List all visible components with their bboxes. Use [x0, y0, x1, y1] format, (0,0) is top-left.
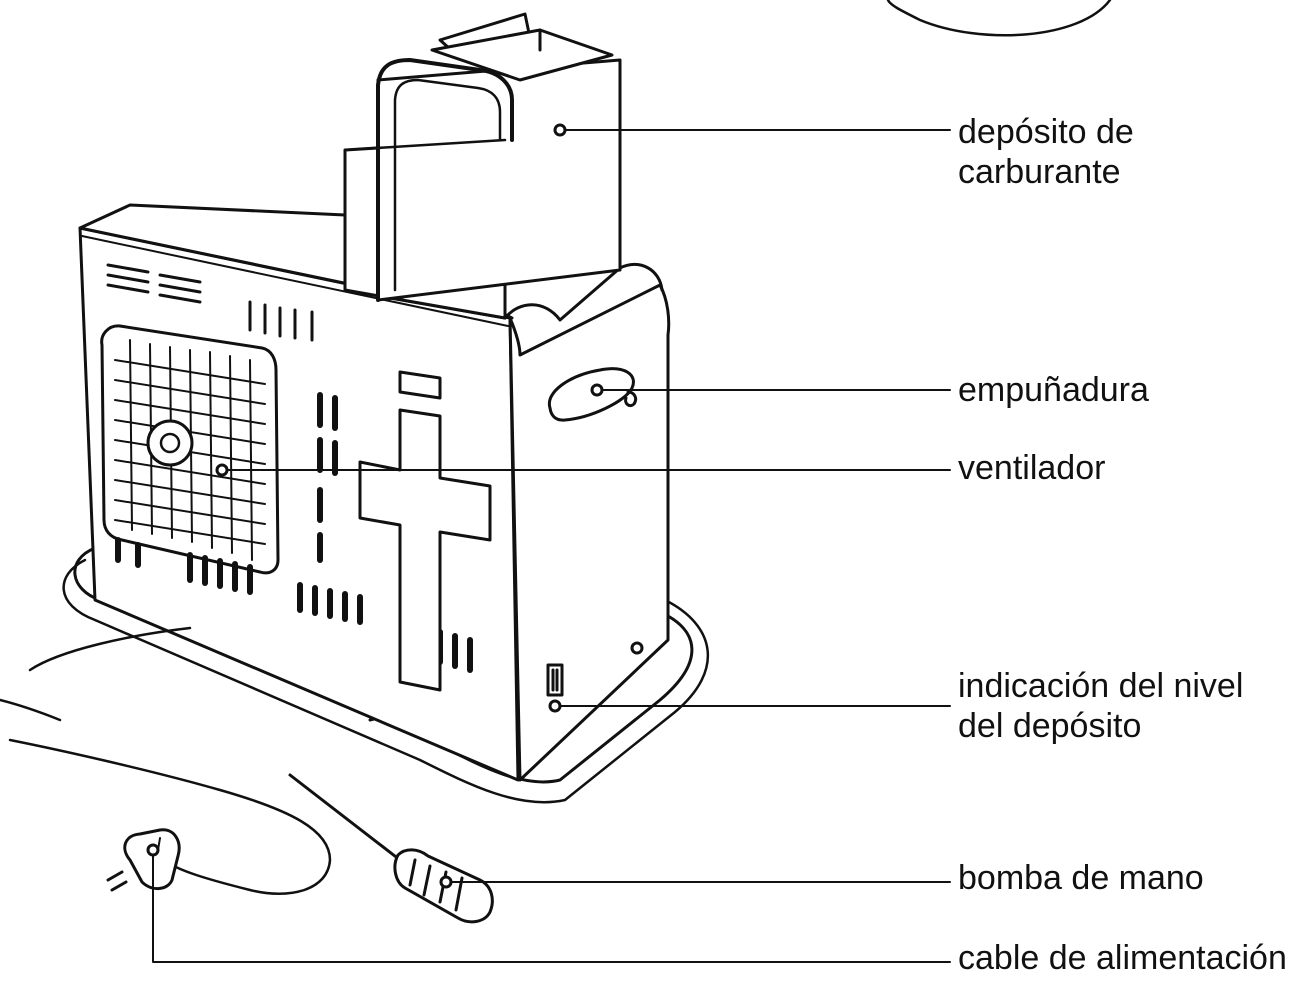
- fan-grill: [102, 326, 278, 573]
- hand-pump: [290, 775, 492, 922]
- power-plug: [108, 830, 179, 890]
- label-tank-level-line-2: del depósito: [958, 706, 1243, 746]
- leader-cable: [153, 850, 950, 962]
- label-power-cable: cable de alimentación: [958, 938, 1287, 978]
- label-fuel-tank-line-2: carburante: [958, 152, 1134, 192]
- fuel-tank: [345, 14, 620, 318]
- label-power-cable-line-1: cable de alimentación: [958, 938, 1287, 978]
- label-hand-pump: bomba de mano: [958, 858, 1204, 898]
- label-tank-level: indicación del nivel del depósito: [958, 666, 1243, 746]
- label-tank-level-line-1: indicación del nivel: [958, 666, 1243, 706]
- label-fuel-tank: depósito de carburante: [958, 112, 1134, 192]
- label-hand-pump-line-1: bomba de mano: [958, 858, 1204, 898]
- label-fan-line-1: ventilador: [958, 448, 1105, 488]
- label-fuel-tank-line-1: depósito de: [958, 112, 1134, 152]
- label-handle-line-1: empuñadura: [958, 370, 1149, 410]
- top-curve: [888, 0, 1110, 35]
- label-fan: ventilador: [958, 448, 1105, 488]
- label-handle: empuñadura: [958, 370, 1149, 410]
